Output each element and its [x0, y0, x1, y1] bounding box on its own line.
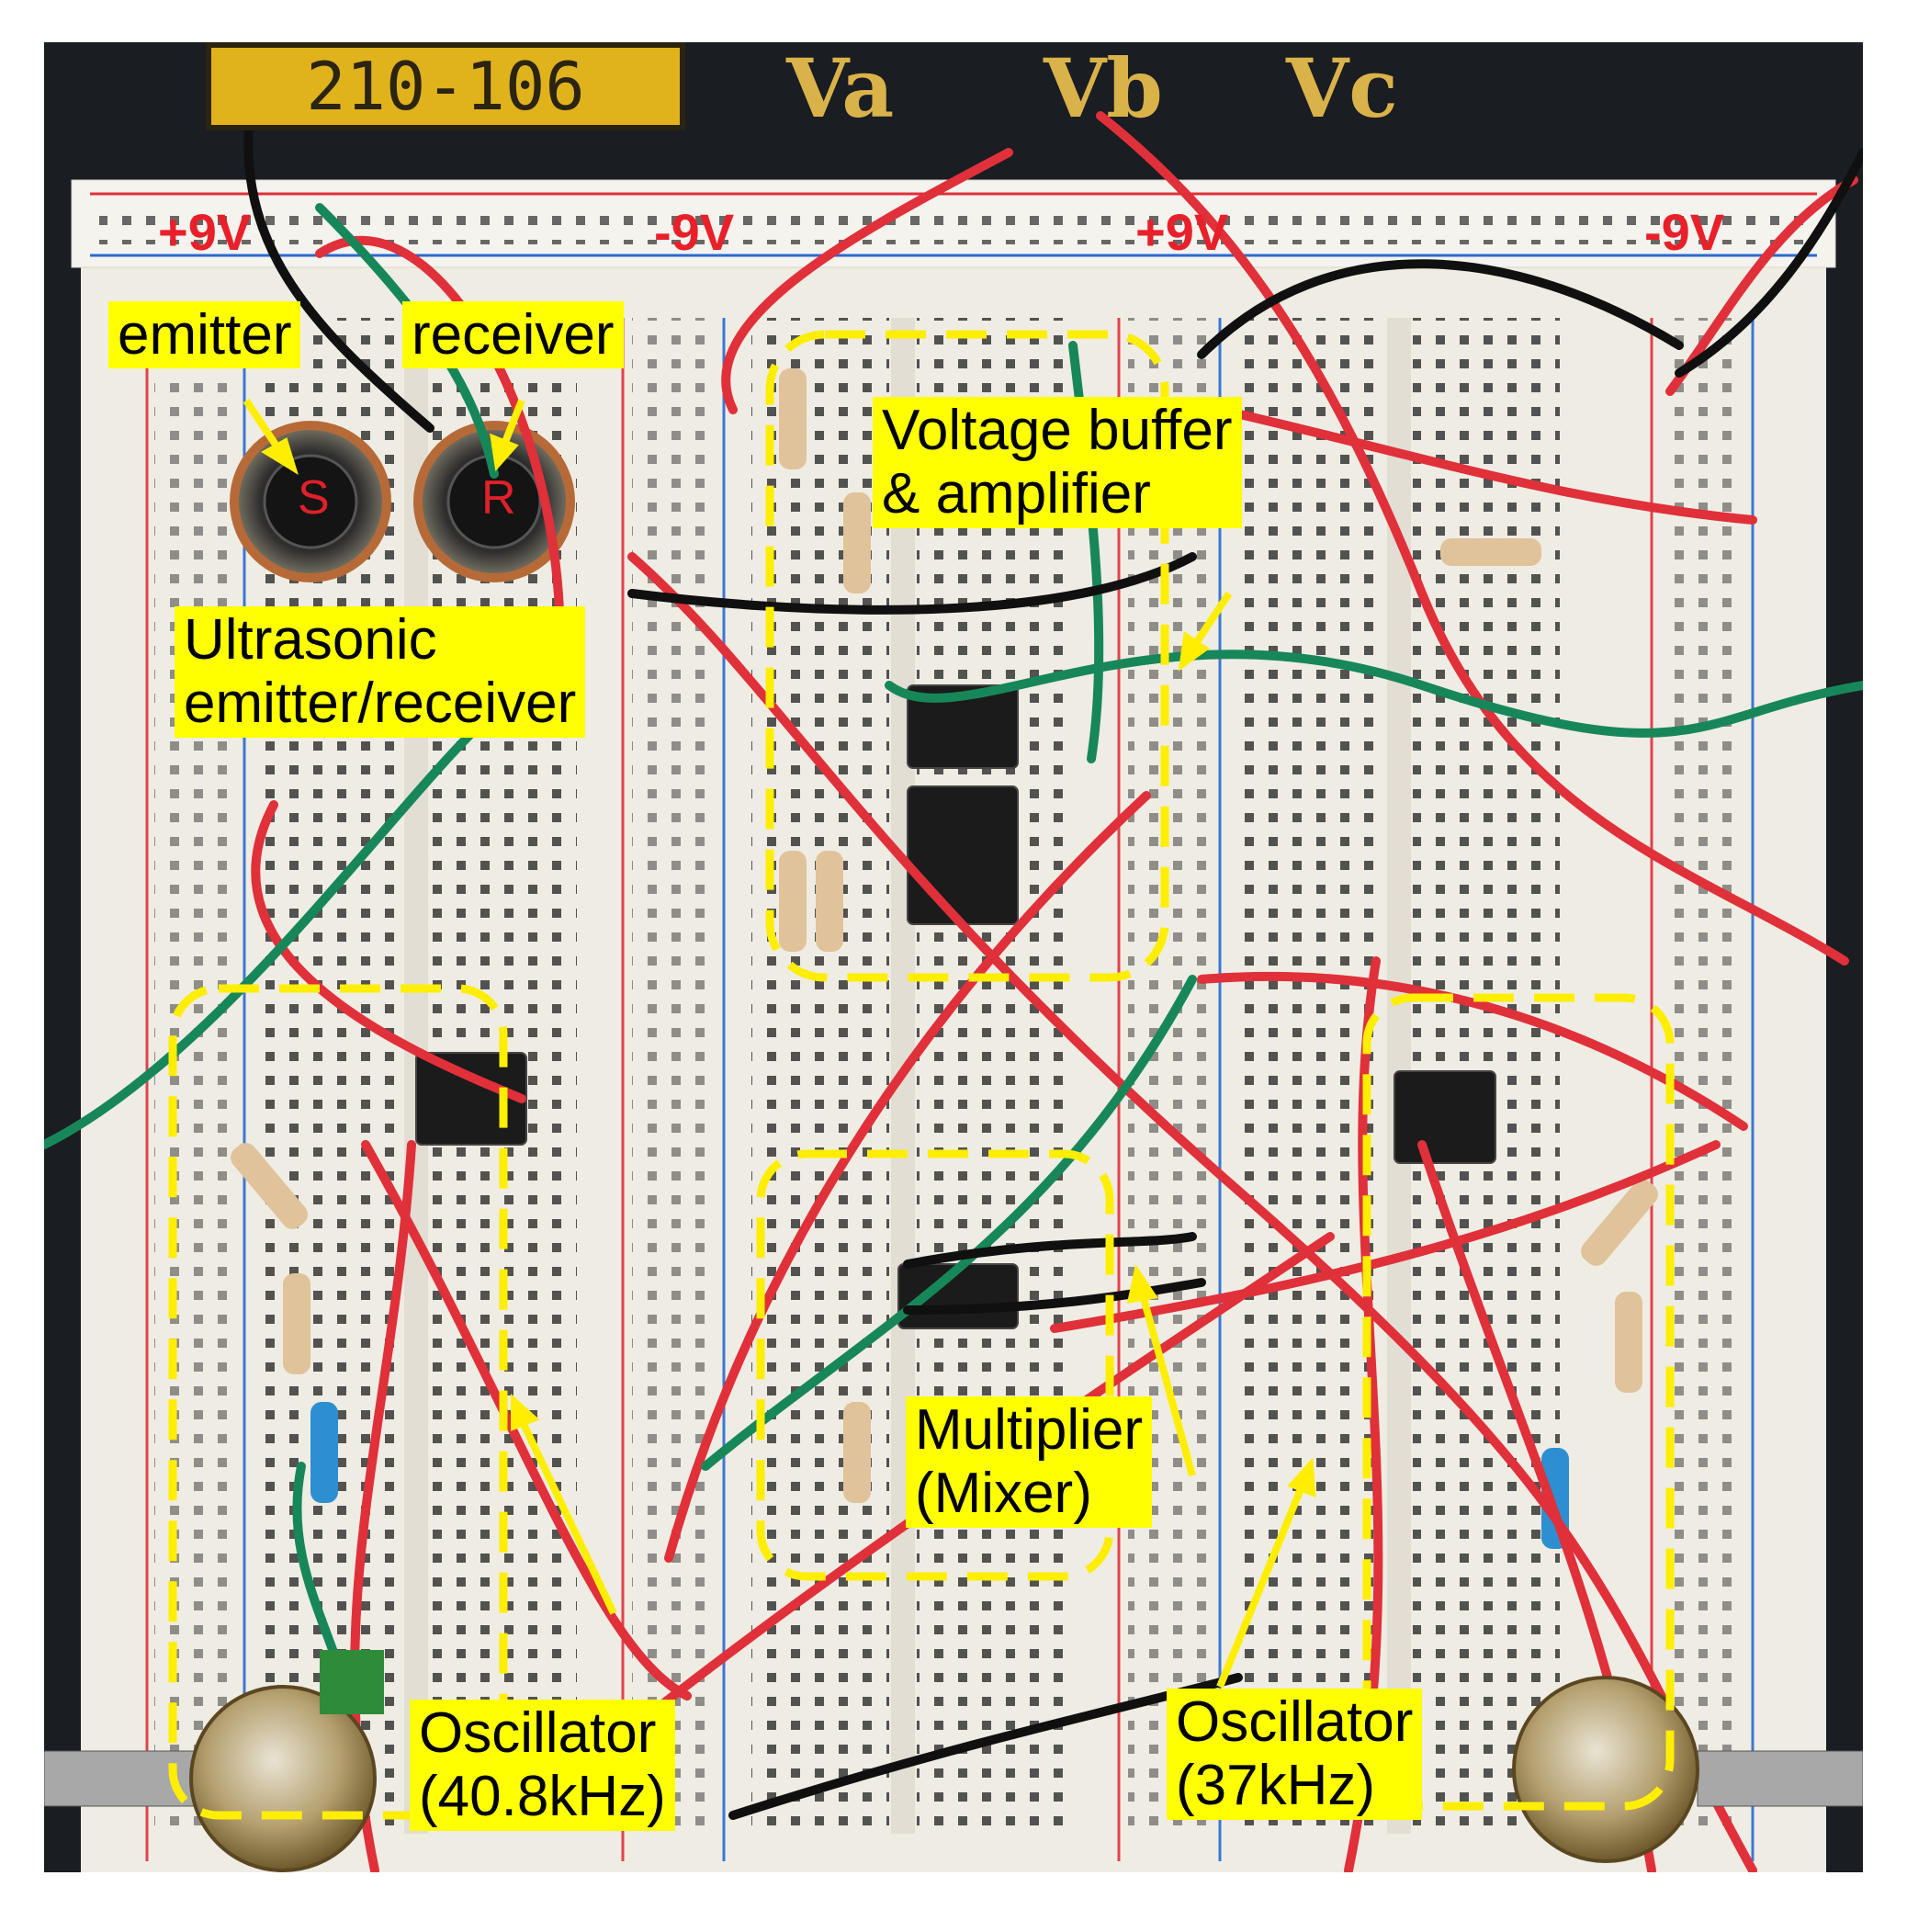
label-ultrasonic: Ultrasonic emitter/receiver [175, 606, 586, 738]
green-wires [44, 203, 1863, 1700]
receiver-mark: R [481, 471, 516, 525]
breadboard-photo [44, 42, 1863, 1872]
label-oscillator-right: Oscillator (37kHz) [1167, 1689, 1423, 1820]
board-plate: 210-106 [206, 42, 685, 130]
rail-label-right-pos: +9V [1135, 203, 1229, 261]
annotation-arrows [243, 398, 1316, 1689]
terminal-vc: Vc [1286, 40, 1398, 136]
rail-label-left-neg: -9V [654, 203, 735, 261]
potentiometers [44, 1650, 1863, 1872]
terminal-vb: Vb [1044, 40, 1163, 136]
emitter-mark: S [298, 471, 330, 525]
terminal-va: Va [786, 40, 895, 136]
label-multiplier: Multiplier (Mixer) [906, 1396, 1153, 1528]
label-emitter: emitter [108, 301, 301, 369]
label-voltage-buffer: Voltage buffer & amplifier [873, 397, 1242, 528]
label-receiver: receiver [402, 301, 624, 369]
label-oscillator-left: Oscillator (40.8kHz) [410, 1700, 675, 1831]
annotation-boxes [168, 330, 1675, 1820]
resistors [231, 368, 1658, 1549]
rail-label-left-pos: +9V [158, 203, 252, 261]
rail-label-right-neg: -9V [1644, 203, 1725, 261]
